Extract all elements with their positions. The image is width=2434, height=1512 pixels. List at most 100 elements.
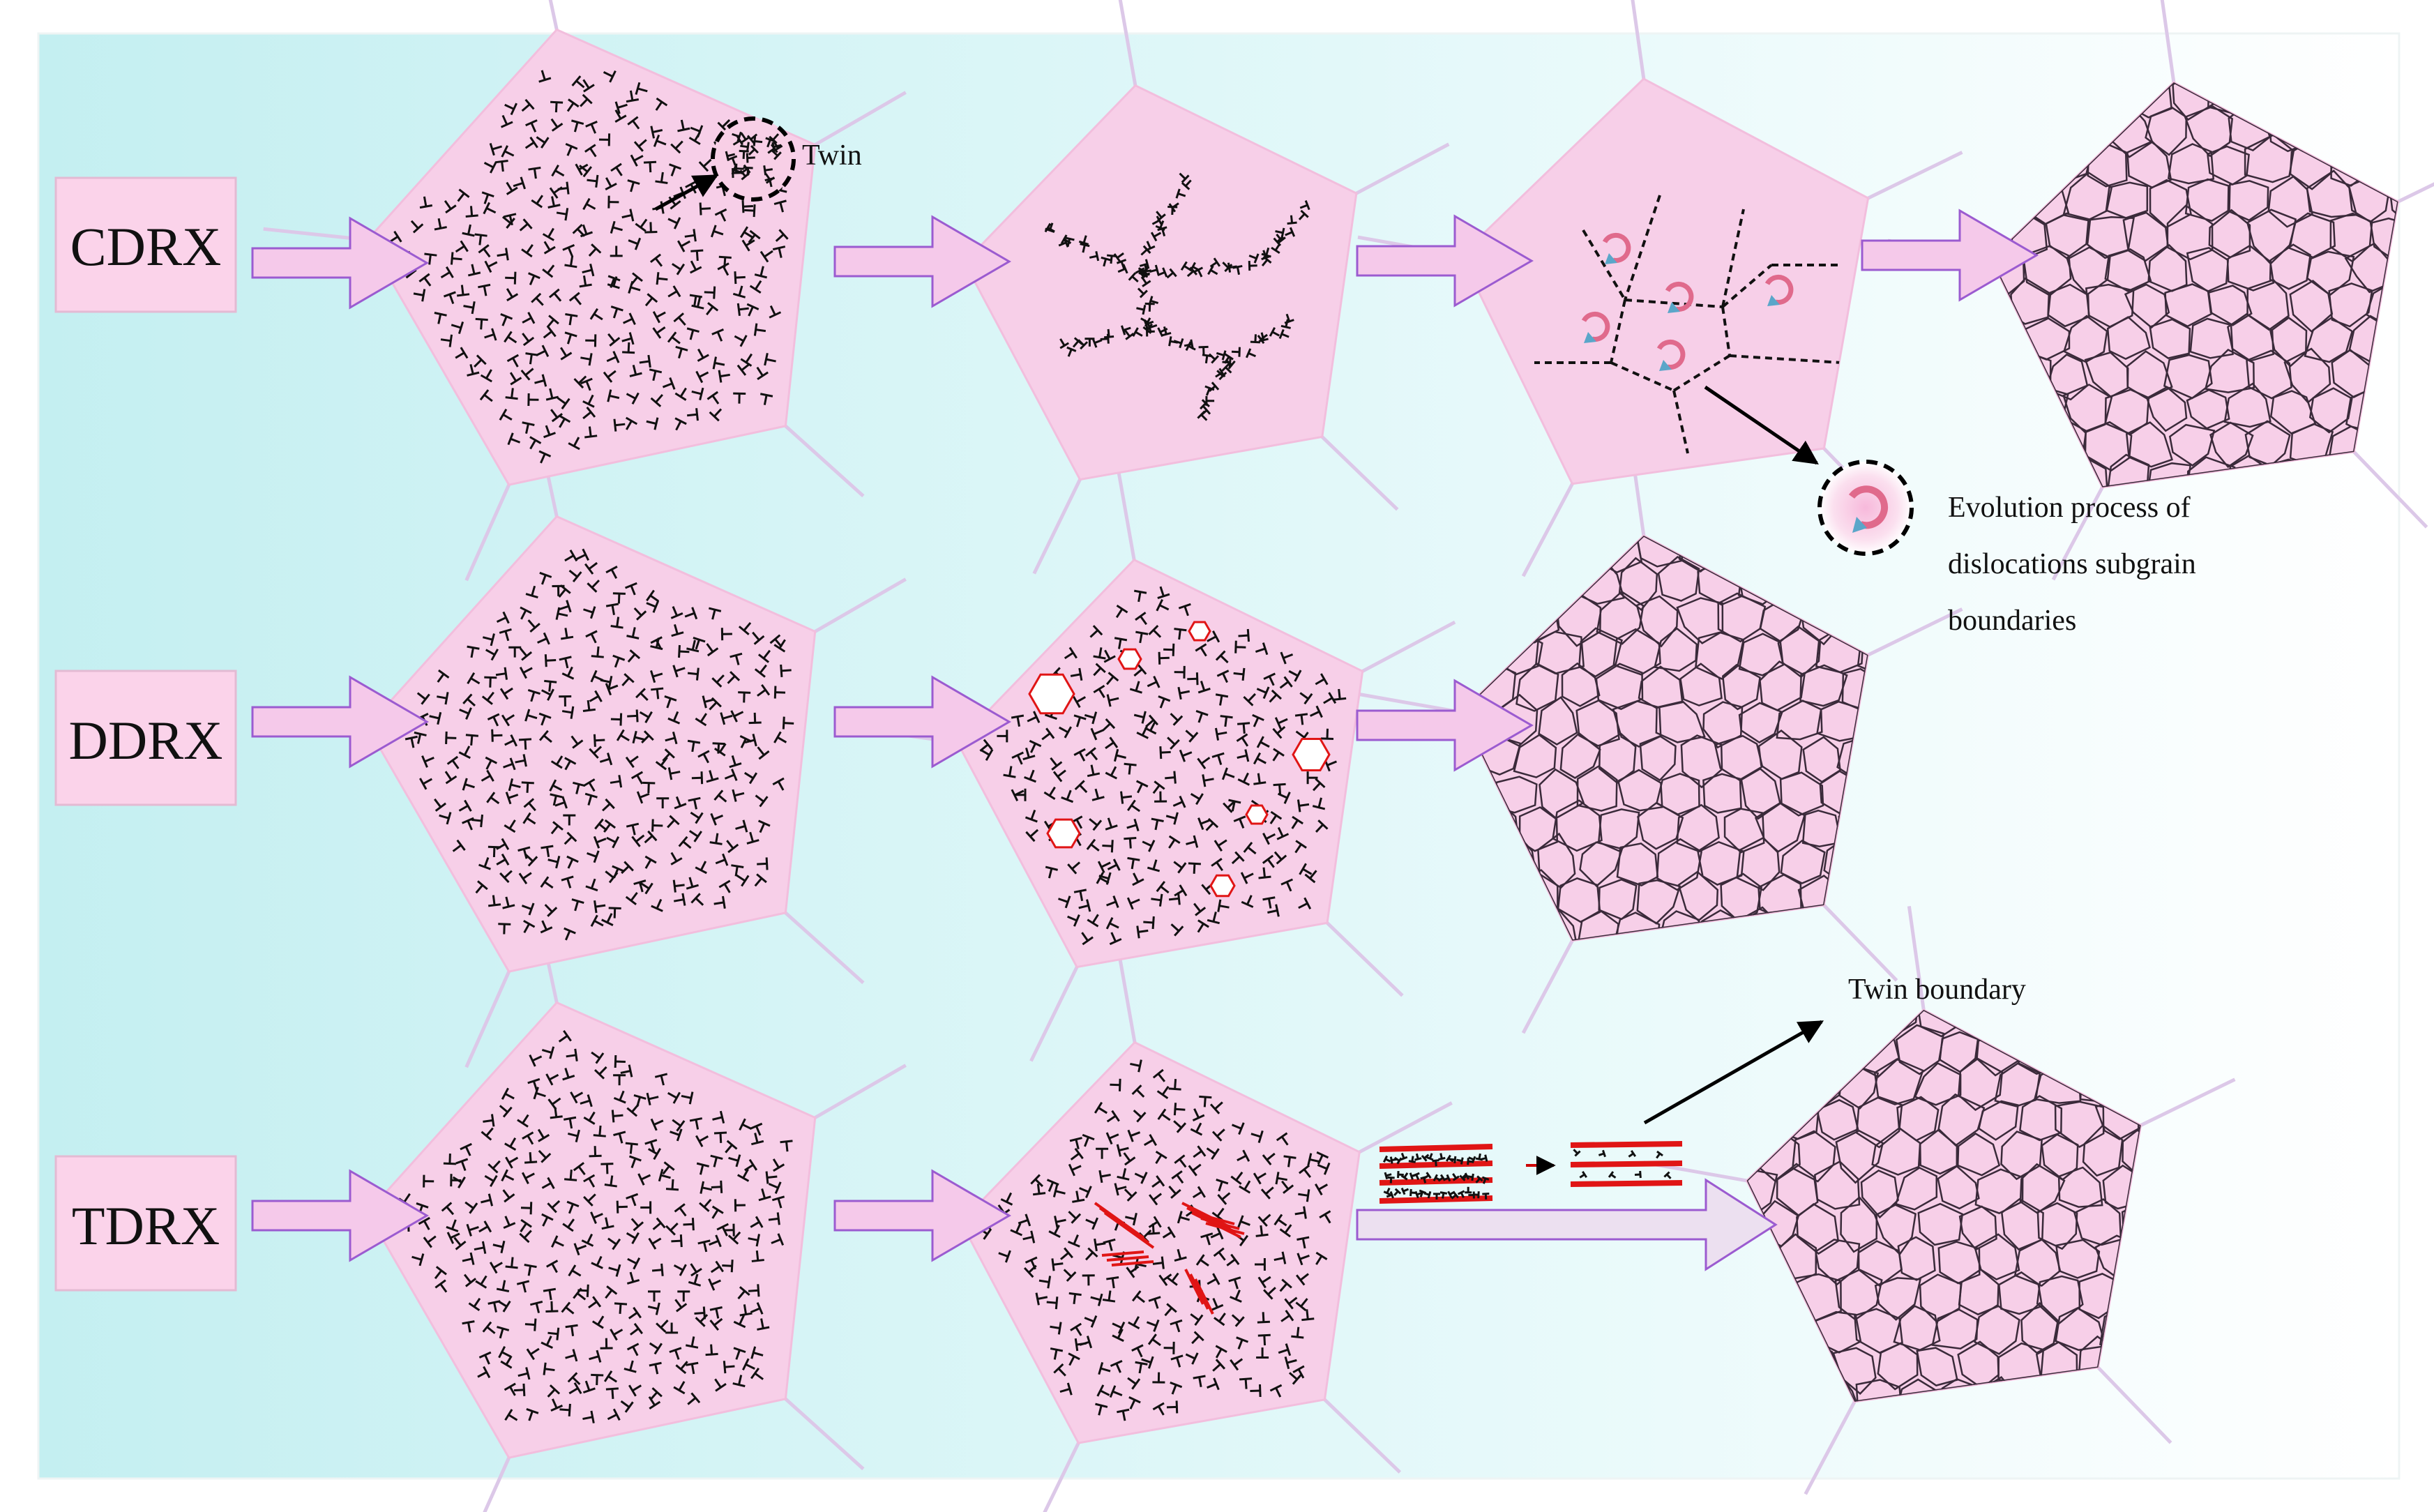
dislocation-symbol <box>1408 1156 1416 1163</box>
dislocation-symbol <box>467 264 481 277</box>
dislocation-symbol <box>605 177 617 191</box>
dislocation-symbol <box>688 131 701 145</box>
dislocation-symbol <box>739 1118 753 1131</box>
dislocation-symbol <box>1207 265 1218 275</box>
dislocation-symbol <box>1152 1402 1165 1416</box>
dislocation-symbol <box>611 1110 623 1123</box>
nucleus-hexagon <box>1046 818 1081 849</box>
dislocation-symbol <box>541 1336 553 1349</box>
dislocation-symbol <box>1310 705 1323 718</box>
evolution-label-line-3: boundaries <box>1948 605 2076 637</box>
dislocation-symbol <box>695 370 709 384</box>
dislocation-symbol <box>607 1408 621 1421</box>
dislocation-symbol <box>1073 889 1087 902</box>
dislocation-symbol <box>746 831 759 845</box>
dislocation-symbol <box>1333 688 1347 701</box>
dislocation-symbol <box>1097 861 1111 873</box>
dislocation-symbol <box>462 1252 475 1265</box>
dislocation-symbol <box>614 109 627 123</box>
dislocation-symbol <box>538 1149 552 1163</box>
dislocation-symbol <box>566 1048 578 1061</box>
dislocation-symbol <box>687 667 700 681</box>
triple-junction-line <box>2397 182 2434 204</box>
dislocation-symbol <box>1315 673 1329 686</box>
dislocation-symbol <box>686 640 700 653</box>
dislocation-symbol <box>1050 1347 1064 1360</box>
dislocation-symbol <box>1166 1400 1179 1414</box>
dislocation-symbol <box>1304 870 1317 884</box>
dislocation-symbol <box>556 208 569 221</box>
dislocation-symbol <box>1442 1174 1451 1182</box>
triple-junction-line <box>464 971 511 1068</box>
dislocation-symbol <box>547 196 561 209</box>
dislocation-symbol <box>478 1220 492 1233</box>
dislocation-symbol <box>722 1260 734 1273</box>
dislocation-symbol <box>1148 1193 1163 1206</box>
dislocation-symbol <box>754 873 767 887</box>
dislocation-symbol <box>1233 815 1246 829</box>
dislocation-symbol <box>1243 841 1257 855</box>
dislocation-symbol <box>607 389 620 402</box>
dislocation-symbol <box>1128 1396 1141 1409</box>
dislocation-symbol <box>665 1222 679 1236</box>
dislocation-symbol <box>1124 762 1137 775</box>
dislocation-symbol <box>434 218 447 231</box>
dislocation-symbol <box>524 1152 538 1164</box>
dislocation-symbol <box>1451 1191 1459 1200</box>
dislocation-symbol <box>1634 1170 1642 1179</box>
dislocation-symbol <box>594 1066 607 1080</box>
dislocation-symbol <box>566 1200 580 1214</box>
twin-bands-in-grain <box>1094 1202 1245 1315</box>
dislocation-symbol <box>483 161 497 174</box>
dislocation-symbol <box>1294 1206 1307 1219</box>
dislocation-symbol <box>1165 812 1179 825</box>
dislocation-symbol <box>1149 264 1160 275</box>
dislocation-symbol <box>604 1175 617 1188</box>
dislocation-symbol <box>547 856 561 869</box>
dislocation-symbol <box>1151 1175 1165 1188</box>
dislocation-symbol <box>1192 1186 1206 1199</box>
dislocation-symbol <box>1084 1247 1098 1261</box>
dislocation-symbol <box>483 1114 495 1127</box>
dislocation-symbol <box>1135 1361 1148 1374</box>
dislocation-symbol <box>1228 1276 1241 1290</box>
dislocation-walls <box>1044 172 1310 421</box>
dislocation-symbol <box>489 1262 503 1274</box>
dislocation-symbol <box>782 716 794 729</box>
dislocation-symbol <box>1198 345 1209 355</box>
dislocation-symbol <box>474 1241 487 1254</box>
dislocation-symbol <box>520 368 534 381</box>
dislocation-symbol <box>1269 810 1283 824</box>
dislocation-symbol <box>505 1156 519 1169</box>
dislocation-symbol <box>1257 1214 1271 1227</box>
dislocation-symbol <box>1027 711 1041 723</box>
triple-junction-line <box>814 577 907 633</box>
dislocation-symbol <box>1208 353 1219 364</box>
dislocation-symbol <box>418 1216 430 1230</box>
dislocation-symbol <box>1281 1180 1294 1194</box>
dislocation-symbol <box>748 145 759 156</box>
dislocation-symbol <box>587 850 600 863</box>
dislocation-symbol <box>598 133 611 146</box>
dislocation-symbol <box>1124 329 1135 340</box>
dislocation-symbol <box>742 1358 755 1371</box>
dislocation-symbol <box>665 1179 679 1191</box>
dislocation-symbol <box>1315 1184 1329 1196</box>
dislocation-symbol <box>1068 1163 1082 1177</box>
triple-junction-line <box>1907 906 1926 1011</box>
dislocation-symbol <box>610 713 623 726</box>
dislocation-symbol <box>734 1199 746 1212</box>
dislocation-symbol <box>674 1203 687 1217</box>
dislocation-symbol <box>563 814 576 826</box>
dislocation-symbol <box>522 312 536 324</box>
dislocation-symbol <box>730 710 744 723</box>
dislocation-symbol <box>1046 1179 1059 1192</box>
dislocation-symbol <box>462 778 475 791</box>
dislocation-symbol <box>1168 1079 1181 1091</box>
dislocation-symbol <box>559 600 572 613</box>
dislocation-symbol <box>614 1302 628 1314</box>
dislocation-symbol <box>1250 1130 1264 1143</box>
dislocation-symbol <box>580 353 593 366</box>
process-arrow <box>251 216 429 310</box>
dislocation-symbol <box>1148 1296 1161 1309</box>
